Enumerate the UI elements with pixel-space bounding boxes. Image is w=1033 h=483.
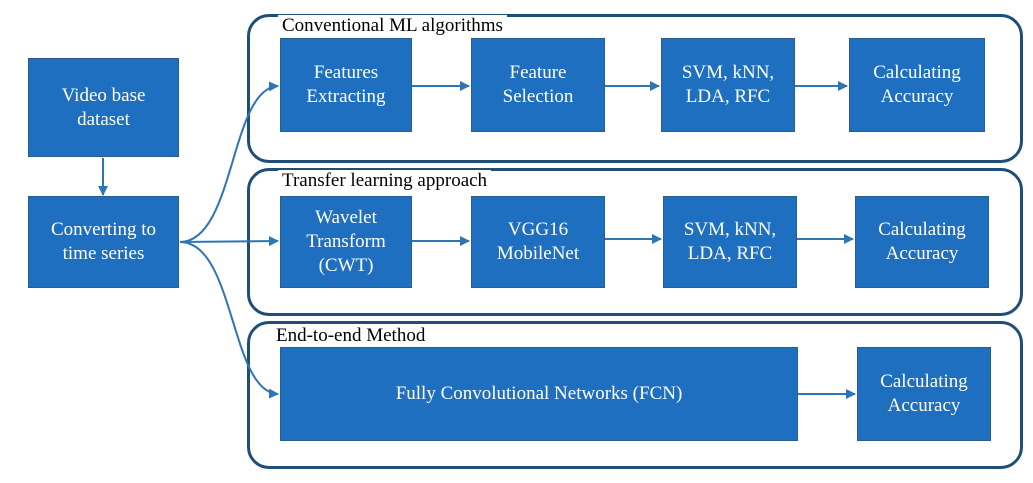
ml-accuracy-box: Calculating Accuracy xyxy=(849,38,985,132)
conventional-ml-title: Conventional ML algorithms xyxy=(278,15,507,37)
transfer-learning-title: Transfer learning approach xyxy=(278,170,492,192)
wavelet-box: Wavelet Transform (CWT) xyxy=(280,196,412,288)
feature-selection-box: Feature Selection xyxy=(471,38,605,132)
video-dataset-box: Video base dataset xyxy=(28,58,179,157)
fcn-box: Fully Convolutional Networks (FCN) xyxy=(280,347,798,441)
ml-classifiers-box: SVM, kNN, LDA, RFC xyxy=(661,38,795,132)
vgg-mobilenet-box: VGG16 MobileNet xyxy=(471,196,605,288)
tl-accuracy-box: Calculating Accuracy xyxy=(855,196,989,288)
end-to-end-title: End-to-end Method xyxy=(272,325,430,347)
features-extracting-box: Features Extracting xyxy=(280,38,412,132)
converting-box: Converting to time series xyxy=(28,196,179,288)
tl-classifiers-box: SVM, kNN, LDA, RFC xyxy=(663,196,797,288)
e2e-accuracy-box: Calculating Accuracy xyxy=(857,347,991,441)
